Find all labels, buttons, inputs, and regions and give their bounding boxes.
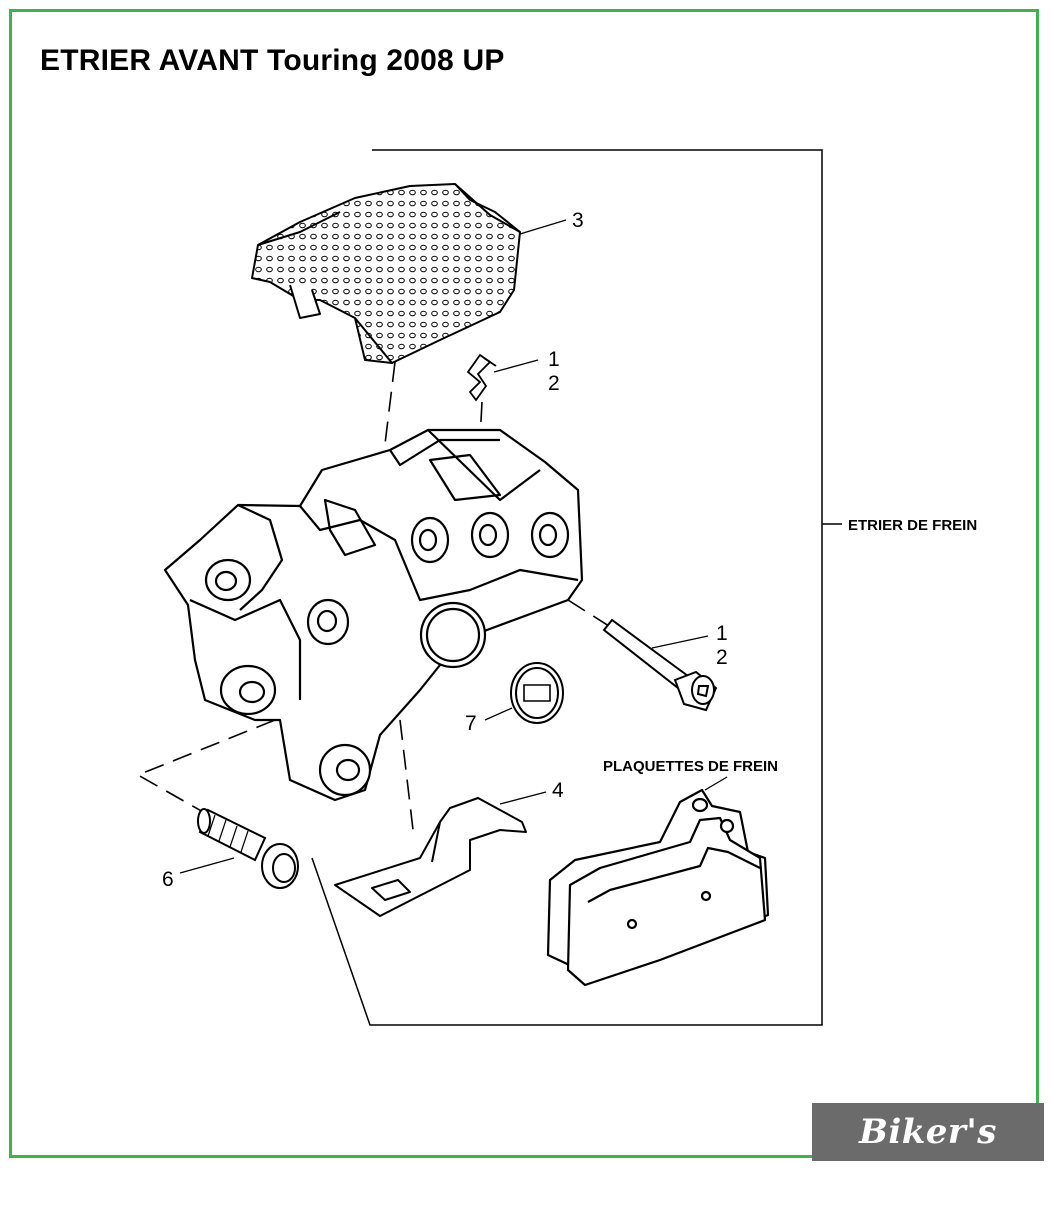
label-etrier-de-frein: ETRIER DE FREIN [848,517,977,534]
callout-6: 6 [162,868,174,891]
retaining-clip-part [466,353,497,402]
parts-diagram: 3 1 2 1 2 7 4 6 ETRIER DE FREIN PLAQUETT… [136,149,977,1026]
callout-leaders [179,219,728,874]
callout-4: 4 [552,779,564,802]
page-frame [9,9,1039,1158]
brake-caliper-part [163,428,584,802]
caliper-group-bracket [311,149,842,1026]
heat-shield-part [251,183,521,364]
callout-3: 3 [572,209,584,232]
emblem-part [510,662,564,724]
callout-2-pin: 2 [716,646,728,669]
callout-7: 7 [465,712,477,735]
pad-spring-part [334,797,527,917]
page-title: ETRIER AVANT Touring 2008 UP [40,44,505,77]
pad-pin-part [602,618,718,712]
brake-pads-part [546,788,770,987]
callout-2-clip: 2 [548,372,560,395]
brand-watermark: Biker's Store [812,1103,1044,1210]
callout-1-pin: 1 [716,622,728,645]
label-plaquettes-de-frein: PLAQUETTES DE FREIN [603,758,778,775]
mounting-bolt-part [197,808,299,889]
callout-1-clip: 1 [548,348,560,371]
brand-text: Biker's Store [859,1112,997,1210]
